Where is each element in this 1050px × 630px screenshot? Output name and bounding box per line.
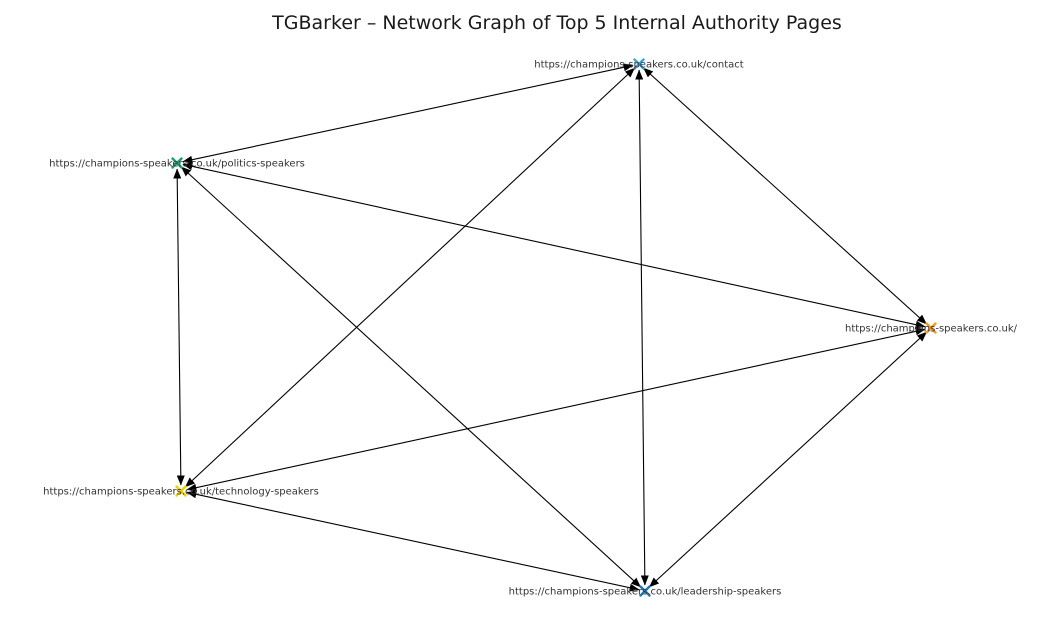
node-marker-technology <box>175 485 187 497</box>
graph-edge <box>186 327 926 492</box>
graph-edge <box>186 490 640 592</box>
node-marker-politics <box>171 157 183 169</box>
graph-edge <box>182 162 926 329</box>
nodes-layer <box>171 58 937 597</box>
graph-edge <box>182 63 634 164</box>
node-label-root: https://champions-speakers.co.uk/ <box>845 324 1018 335</box>
node-marker-root <box>925 322 937 334</box>
node-label-leadership: https://champions-speakers.co.uk/leaders… <box>509 587 782 598</box>
chart-title: TGBarker – Network Graph of Top 5 Intern… <box>271 12 842 34</box>
node-marker-contact <box>633 58 645 70</box>
graph-edge <box>643 67 927 325</box>
graph-edge <box>649 331 927 588</box>
node-label-technology: https://champions-speakers.co.uk/technol… <box>43 487 319 498</box>
node-label-contact: https://champions-speakers.co.uk/contact <box>534 60 743 71</box>
graph-edge <box>635 69 649 586</box>
graph-edge <box>173 168 185 486</box>
edges-layer <box>173 63 927 592</box>
labels-layer: https://champions-speakers.co.uk/contact… <box>43 60 1017 598</box>
graph-edge <box>181 166 641 588</box>
node-marker-leadership <box>639 585 651 597</box>
node-label-politics: https://champions-speakers.co.uk/politic… <box>49 159 305 170</box>
graph-edge <box>185 67 635 488</box>
